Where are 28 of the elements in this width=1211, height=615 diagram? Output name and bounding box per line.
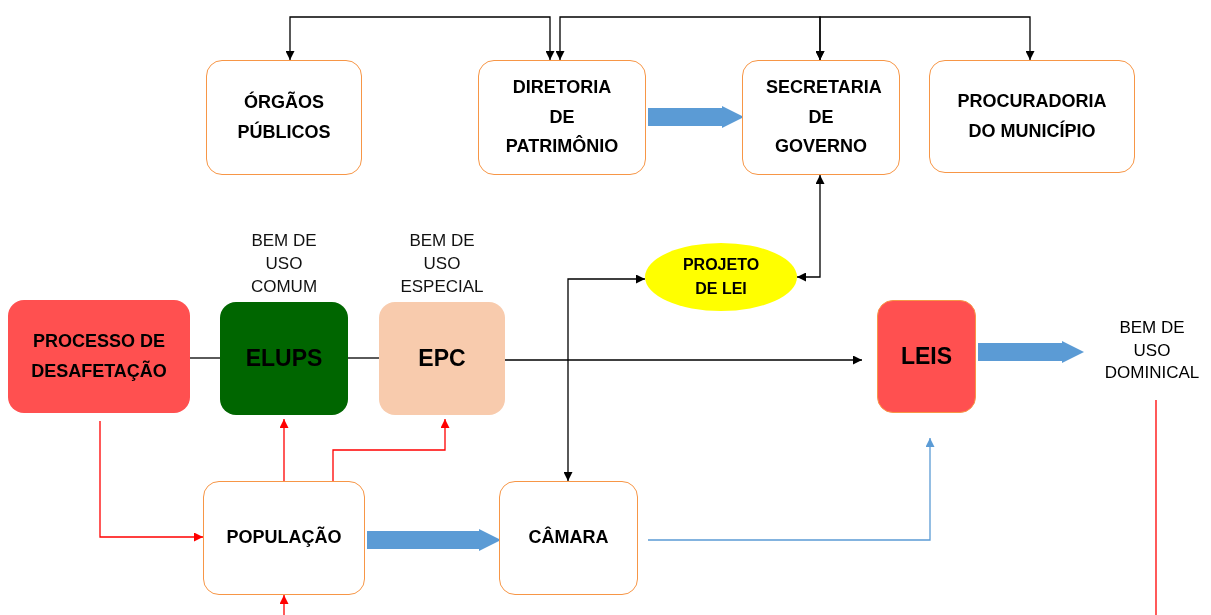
process-box: PROCESSO DE DESAFETAÇÃO (8, 300, 190, 413)
connector-line (347, 357, 380, 359)
block-arrow (648, 106, 744, 128)
caption-text: BEM DE USO COMUM (249, 230, 319, 299)
arrow (279, 594, 289, 615)
process-box: PROCURADORIA DO MUNICÍPIO (929, 60, 1135, 173)
process-box: CÂMARA (499, 481, 638, 595)
text-label: BEM DE USO DOMINICAL (1082, 308, 1211, 394)
process-box: ÓRGÃOS PÚBLICOS (206, 60, 362, 175)
arrow (285, 16, 555, 61)
arrow (647, 437, 935, 541)
decision-ellipse: PROJETO DE LEI (645, 243, 797, 311)
arrow (563, 274, 646, 482)
process-box: LEIS (877, 300, 976, 413)
process-box: SECRETARIA DE GOVERNO (742, 60, 900, 175)
arrow (815, 16, 1035, 61)
arrow (332, 418, 450, 482)
arrow (504, 355, 863, 365)
process-box: POPULAÇÃO (203, 481, 365, 595)
connector-line (1155, 399, 1157, 615)
block-arrow (367, 529, 501, 551)
block-arrow (978, 341, 1084, 363)
arrow (279, 418, 289, 482)
arrow (796, 174, 825, 282)
caption-text: BEM DE USO ESPECIAL (399, 230, 485, 299)
connector-line (189, 357, 221, 359)
arrow (99, 420, 204, 542)
process-box: DIRETORIA DE PATRIMÔNIO (478, 60, 646, 175)
